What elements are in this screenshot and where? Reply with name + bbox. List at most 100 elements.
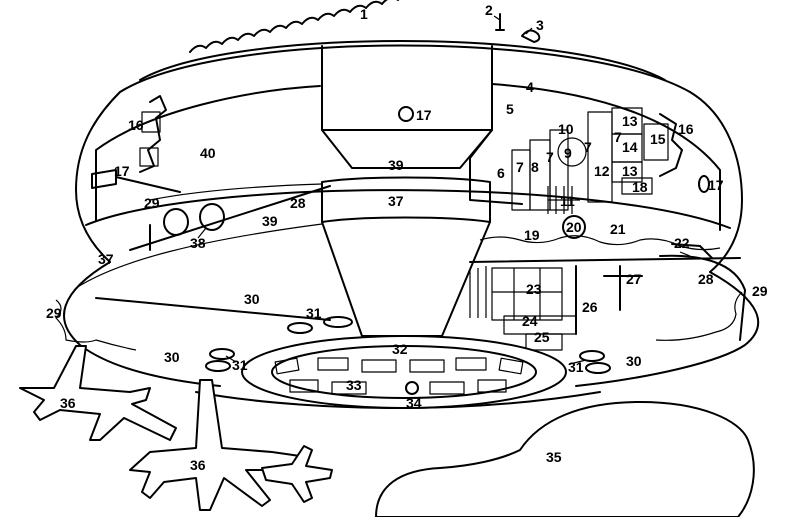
- leader-31a: [225, 355, 237, 363]
- label-36-lower: 36: [190, 457, 206, 473]
- label-16-right: 16: [678, 121, 694, 137]
- label-8: 8: [531, 159, 539, 175]
- disc-upper-contour-left: [75, 223, 323, 289]
- label-21: 21: [610, 221, 626, 237]
- ledge-22: [671, 243, 713, 259]
- rim-inner-band: [139, 40, 666, 81]
- label-3: 3: [536, 17, 544, 33]
- left-box-a: [141, 111, 161, 133]
- ring-window-5: [455, 357, 487, 371]
- label-17-center: 17: [416, 107, 432, 123]
- locker-18: [621, 177, 653, 195]
- label-7d: 7: [614, 129, 622, 145]
- inner-partition-left: [95, 85, 321, 221]
- ring-window-6: [498, 357, 524, 375]
- label-29-left: 29: [46, 305, 62, 321]
- compartment-25: [525, 333, 563, 351]
- locker-13b: [611, 161, 643, 183]
- locker-10: [587, 111, 613, 203]
- leader-38: [197, 227, 207, 239]
- jet-1: [19, 345, 177, 441]
- ring-window-2: [317, 357, 349, 371]
- ring-inner: [271, 345, 537, 399]
- label-39-top: 39: [388, 157, 404, 173]
- porthole-17-center: [398, 106, 414, 122]
- upper-hull: [75, 83, 743, 273]
- light-31-e: [579, 350, 605, 362]
- label-35: 35: [546, 449, 562, 465]
- label-15: 15: [650, 131, 666, 147]
- ring-window-7: [289, 379, 319, 393]
- label-28-right: 28: [698, 271, 714, 287]
- label-36-upper: 36: [60, 395, 76, 411]
- ring-window-9: [429, 381, 465, 395]
- left-section-line: [95, 297, 331, 321]
- label-2: 2: [485, 2, 493, 18]
- panel-15: [643, 123, 669, 161]
- upper-column-base: [321, 129, 493, 169]
- right-interior: [469, 107, 721, 259]
- left-stairs: [469, 266, 487, 318]
- label-25: 25: [534, 329, 550, 345]
- light-31-b: [323, 316, 353, 328]
- jet-body: [261, 445, 333, 503]
- main-disc-right-edge: [575, 271, 760, 387]
- ring-hub-34: [405, 381, 419, 395]
- label-28-left: 28: [290, 195, 306, 211]
- label-40: 40: [200, 145, 216, 161]
- left-porthole-a: [163, 208, 189, 236]
- left-bracket: [139, 95, 167, 173]
- light-31-a: [287, 322, 313, 334]
- left-pipe: [91, 169, 181, 193]
- hull-right-wall: [689, 91, 743, 273]
- inner-partition-right: [491, 83, 721, 231]
- reference-labels: 1 2 3 4 5 6 7 8 7 9 7 10 13 7 14 15 16 1…: [46, 2, 768, 473]
- ring-window-1: [274, 357, 300, 375]
- label-30-left: 30: [164, 349, 180, 365]
- light-31-d: [205, 360, 231, 372]
- label-24: 24: [522, 313, 538, 329]
- main-disc-left-edge: [63, 261, 221, 387]
- label-16-left: 16: [128, 117, 144, 133]
- lower-deck-right: [469, 254, 746, 351]
- beacon-light: [521, 29, 541, 43]
- mid-left-ceiling: [149, 183, 323, 201]
- lower-deck-floor: [469, 257, 741, 263]
- lights: [205, 316, 611, 374]
- light-31-f: [585, 362, 611, 374]
- label-30-upper: 30: [244, 291, 260, 307]
- leader-3: [525, 27, 533, 35]
- label-29-left-top: 29: [144, 195, 160, 211]
- label-20: 20: [566, 219, 582, 235]
- label-33: 33: [346, 377, 362, 393]
- panel-7b: [549, 129, 569, 211]
- label-5: 5: [506, 101, 514, 117]
- comp-23-grid: [492, 268, 562, 320]
- ring-window-8: [331, 381, 367, 395]
- label-22: 22: [674, 235, 690, 251]
- label-7a: 7: [516, 159, 524, 175]
- label-1: 1: [360, 6, 368, 22]
- cloud-35: [375, 401, 755, 518]
- label-38: 38: [190, 235, 206, 251]
- hatch-20: [562, 215, 586, 239]
- leader-lines: [197, 15, 691, 365]
- scalloped-rim: [189, 0, 400, 53]
- label-30-right: 30: [626, 353, 642, 369]
- rim-outer-band: [119, 44, 691, 93]
- label-34: 34: [406, 395, 422, 411]
- leader-31b: [569, 359, 587, 365]
- rubble-line-right: [479, 235, 721, 251]
- label-10: 10: [558, 121, 574, 137]
- jet-2: [129, 379, 303, 511]
- antenna-mast: [495, 13, 505, 31]
- label-7b: 7: [546, 149, 554, 165]
- label-19: 19: [524, 227, 540, 243]
- label-17-right: 17: [708, 177, 724, 193]
- label-13a: 13: [622, 113, 638, 129]
- label-18: 18: [632, 179, 648, 195]
- round-hatch-9: [557, 137, 587, 167]
- label-11: 11: [560, 193, 575, 209]
